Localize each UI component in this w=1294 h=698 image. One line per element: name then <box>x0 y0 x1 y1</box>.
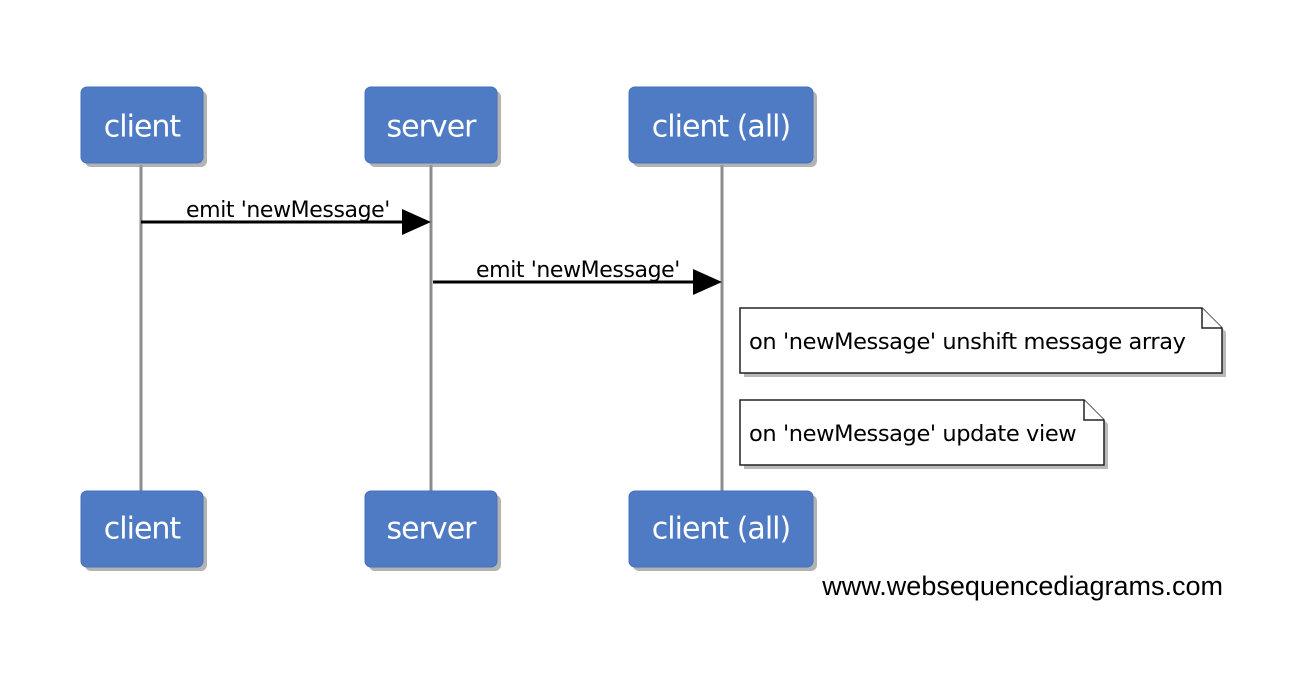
participant-label: server <box>387 512 478 547</box>
participant-client-bottom: client <box>80 490 207 571</box>
note-fold-icon <box>1201 308 1222 329</box>
participant-label: client (all) <box>652 512 790 547</box>
participant-server-bottom: server <box>364 490 501 571</box>
arrowhead-icon <box>693 269 722 295</box>
participant-label: client <box>104 512 182 547</box>
participant-label: server <box>387 110 478 145</box>
participant-client-all-bottom: client (all) <box>628 490 817 571</box>
participant-client-top: client <box>80 86 207 167</box>
note-fold-icon <box>1083 400 1104 421</box>
arrowhead-icon <box>402 209 431 235</box>
participant-label: client (all) <box>652 110 790 145</box>
participant-label: client <box>104 110 182 145</box>
participant-server-top: server <box>364 86 501 167</box>
message-label: emit 'newMessage' <box>476 258 680 283</box>
note-unshift-message-array: on 'newMessage' unshift message array <box>739 307 1226 377</box>
note-text: on 'newMessage' update view <box>749 421 1076 447</box>
watermark-text: www.websequencediagrams.com <box>821 571 1223 601</box>
message-client-to-server: emit 'newMessage' <box>141 198 431 235</box>
message-server-to-client-all: emit 'newMessage' <box>433 258 722 295</box>
message-label: emit 'newMessage' <box>186 198 390 223</box>
note-text: on 'newMessage' unshift message array <box>749 329 1186 355</box>
note-update-view: on 'newMessage' update view <box>739 399 1108 469</box>
participant-client-all-top: client (all) <box>628 86 817 167</box>
